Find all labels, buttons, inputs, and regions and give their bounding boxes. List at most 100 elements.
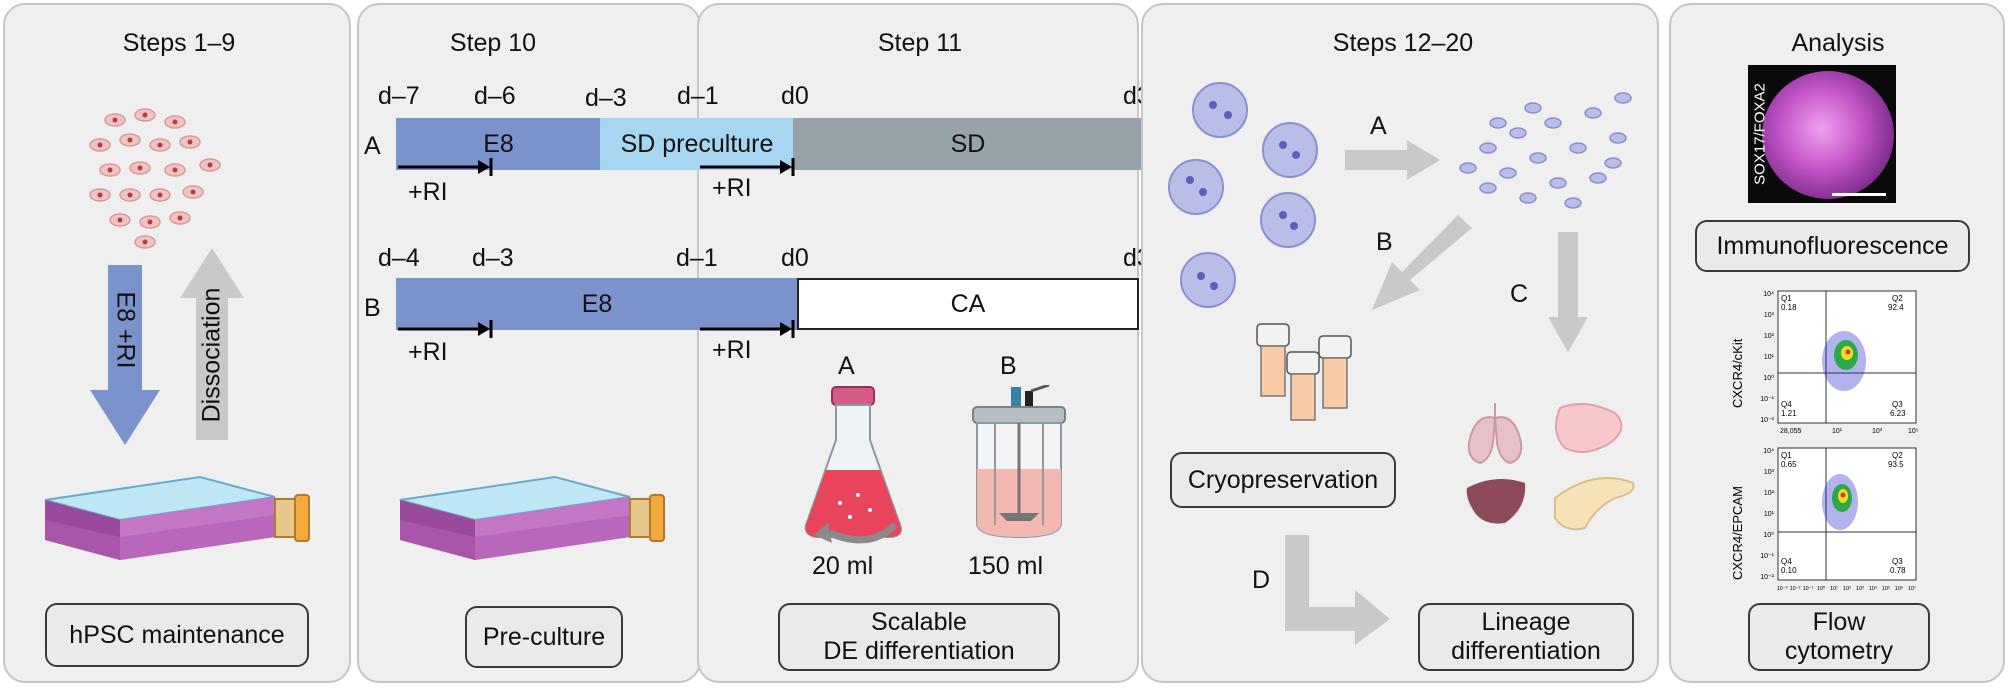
culture-flask-icon bbox=[399, 475, 665, 560]
dissociation-arrow-up bbox=[180, 248, 244, 440]
segment-ca: CA bbox=[797, 278, 1139, 330]
arrow-up-label: Dissociation bbox=[197, 287, 226, 423]
day-label: d–4 bbox=[378, 244, 420, 272]
lineage-differentiation-box: Lineage differentiation bbox=[1418, 603, 1634, 671]
tick: 10² bbox=[1764, 333, 1775, 340]
segment-sd: SD bbox=[793, 118, 1143, 170]
arrow-d bbox=[1285, 535, 1390, 645]
tick: 10³ bbox=[1764, 469, 1775, 476]
arrow-b bbox=[1372, 215, 1472, 310]
ri-label: +RI bbox=[712, 174, 752, 202]
ri-label: +RI bbox=[408, 338, 448, 366]
ri-arrow bbox=[700, 320, 795, 338]
scale-bar bbox=[1832, 193, 1886, 196]
arrow-label: B bbox=[1376, 228, 1393, 256]
vessel-a-letter: A bbox=[838, 352, 855, 380]
box-line: Flow bbox=[1812, 608, 1866, 637]
panel-title: Step 11 bbox=[877, 29, 963, 57]
tick: 10⁴ bbox=[1869, 585, 1878, 592]
spheroids-icon bbox=[1168, 82, 1318, 308]
q-value: 0.18 bbox=[1781, 303, 1797, 312]
arrow-label: A bbox=[1370, 112, 1387, 140]
tick: 10⁻² bbox=[1760, 574, 1774, 581]
q-value: 92.4 bbox=[1888, 303, 1904, 312]
feed-arrow-down bbox=[90, 265, 160, 445]
segment-sd-preculture: SD preculture bbox=[600, 118, 794, 170]
tick: 10⁴ bbox=[1763, 291, 1774, 298]
q-value: 0.78 bbox=[1890, 566, 1906, 575]
day-label: d–3 bbox=[585, 84, 627, 112]
day-label: d0 bbox=[781, 82, 809, 110]
tick: 10⁵ bbox=[1908, 428, 1919, 435]
tick: 10¹ bbox=[1764, 511, 1775, 518]
ri-label: +RI bbox=[408, 178, 448, 206]
vessel-b-volume: 150 ml bbox=[968, 552, 1044, 580]
tick: 10¹ bbox=[1830, 586, 1838, 592]
tick: 10¹ bbox=[1764, 354, 1775, 361]
cryovials-icon bbox=[1256, 323, 1352, 421]
arrow-a bbox=[1345, 140, 1440, 180]
arrow-label: D bbox=[1252, 566, 1271, 594]
tick: 10⁻¹ bbox=[1760, 553, 1774, 560]
culture-flask-icon bbox=[44, 475, 310, 560]
tick: 10⁰ bbox=[1817, 585, 1826, 592]
q-label: Q4 bbox=[1781, 557, 1792, 566]
q-value: 1.21 bbox=[1781, 409, 1797, 418]
flow-plot-epcam: CXCR4/EPCAM 10⁴ 10³ 10² 10¹ 10⁰ 10⁻¹ 10⁻… bbox=[1730, 447, 1917, 592]
tick: 10³ bbox=[1856, 586, 1864, 592]
flow-cytometry-box: Flow cytometry bbox=[1748, 603, 1930, 671]
q-label: Q1 bbox=[1781, 294, 1792, 303]
day-label: d0 bbox=[781, 244, 809, 272]
pre-culture-box: Pre-culture bbox=[465, 606, 623, 668]
day-label: d–3 bbox=[472, 244, 514, 272]
vessel-b-letter: B bbox=[1000, 352, 1017, 380]
q-label: Q1 bbox=[1781, 451, 1792, 460]
ri-arrow bbox=[398, 158, 493, 176]
tick: 10⁵ bbox=[1882, 585, 1890, 592]
tick: 10⁻¹ bbox=[1803, 586, 1814, 592]
q-value: 0.65 bbox=[1781, 460, 1797, 469]
box-line: DE differentiation bbox=[823, 637, 1015, 665]
day-label: d–1 bbox=[677, 82, 719, 110]
panel-differentiation: Step 11 bbox=[697, 3, 1139, 683]
arrow-c bbox=[1548, 232, 1588, 352]
day-label: d–7 bbox=[378, 82, 420, 110]
erlenmeyer-flask-icon bbox=[804, 386, 902, 544]
panel-preculture: Step 10 bbox=[357, 3, 701, 683]
box-line: differentiation bbox=[1451, 637, 1601, 665]
panel-title: Steps 12–20 bbox=[1332, 29, 1474, 57]
tick: 10⁶ bbox=[1895, 585, 1903, 592]
box-line: Scalable bbox=[871, 608, 967, 637]
plot-ylabel: CXCR4/cKit bbox=[1730, 338, 1745, 408]
bioreactor-icon bbox=[972, 385, 1066, 539]
organoid-stain bbox=[1762, 71, 1894, 199]
ri-arrow bbox=[398, 320, 493, 338]
micro-label: SOX17/FOXA2 bbox=[1751, 83, 1769, 185]
row-a-letter: A bbox=[364, 132, 381, 160]
q-value: 6.23 bbox=[1890, 409, 1906, 418]
vessel-a-volume: 20 ml bbox=[812, 552, 874, 580]
panel-title: Step 10 bbox=[449, 29, 537, 57]
day-label: d–6 bbox=[474, 82, 516, 110]
box-line: cytometry bbox=[1784, 637, 1894, 665]
cryopreservation-box: Cryopreservation bbox=[1170, 452, 1396, 508]
tick: 10⁻² bbox=[1760, 417, 1774, 424]
day-label: d–1 bbox=[676, 244, 718, 272]
tick: 10³ bbox=[1872, 428, 1883, 435]
single-cells-icon bbox=[1459, 92, 1632, 209]
tick: 10⁻³ bbox=[1777, 586, 1788, 592]
box-line: Lineage bbox=[1481, 608, 1571, 637]
row-b-letter: B bbox=[364, 294, 381, 322]
segment-e8: E8 bbox=[396, 278, 798, 330]
q-label: Q3 bbox=[1892, 400, 1903, 409]
arrow-down-label: E8 +RI bbox=[111, 291, 140, 369]
tick: 10⁷ bbox=[1908, 585, 1916, 592]
hpsc-maintenance-box: hPSC maintenance bbox=[45, 603, 309, 667]
panel-analysis: Analysis bbox=[1669, 3, 2005, 683]
arrow-label: C bbox=[1510, 280, 1529, 308]
tick: 10⁰ bbox=[1763, 531, 1774, 539]
ri-label: +RI bbox=[712, 336, 752, 364]
tick: 10⁻² bbox=[1790, 586, 1801, 592]
tick: 28,055 bbox=[1780, 428, 1802, 435]
flow-plot-ckit: CXCR4/cKit 10⁴ 10³ 10² 10¹ 10⁰ 10⁻¹ 10⁻²… bbox=[1730, 290, 1919, 435]
